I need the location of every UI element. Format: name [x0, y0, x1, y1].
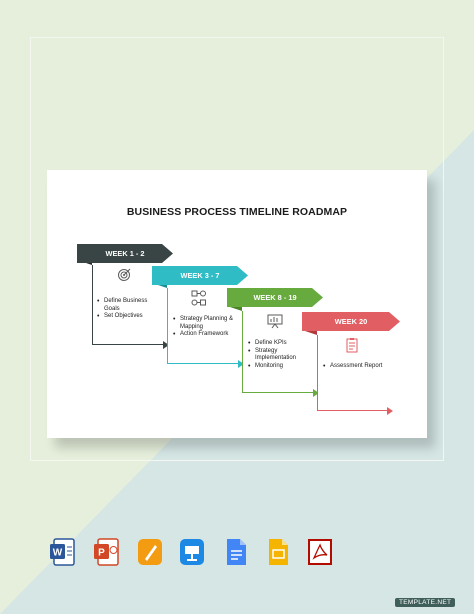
list-item: Define KPIs [248, 340, 310, 348]
svg-text:P: P [98, 548, 105, 559]
target-icon [118, 268, 131, 281]
week-1-arrow [163, 341, 169, 349]
week-2-arrow [238, 360, 244, 368]
week-2-connector [167, 288, 239, 364]
week-4-arrow [387, 407, 393, 415]
week-4-connector [317, 335, 389, 411]
list-item: Assessment Report [323, 363, 391, 371]
powerpoint-icon[interactable]: P [92, 537, 120, 567]
list-item: Action Framework [173, 331, 235, 339]
workflow-icon [191, 290, 206, 306]
week-3-ribbon: WEEK 8 - 19 [227, 288, 323, 307]
week-1-list: Define Business Goals Set Objectives [97, 298, 159, 321]
list-item: Set Objectives [97, 313, 159, 321]
week-3-connector [242, 311, 314, 393]
presentation-icon [267, 314, 283, 329]
week-3-arrow [313, 389, 319, 397]
ribbon-fold [227, 306, 242, 311]
word-icon[interactable]: W [48, 537, 76, 567]
background-frame [30, 37, 444, 461]
week-2-list: Strategy Planning & Mapping Action Frame… [173, 316, 235, 339]
google-slides-icon[interactable] [264, 537, 292, 567]
list-item: Strategy Planning & Mapping [173, 316, 235, 331]
roadmap-title: BUSINESS PROCESS TIMELINE ROADMAP [126, 206, 348, 218]
acrobat-icon[interactable] [306, 537, 334, 567]
week-4-ribbon: WEEK 20 [302, 312, 400, 331]
week-1-connector [92, 265, 164, 345]
list-item: Strategy Implementation [248, 348, 310, 363]
week-4-list: Assessment Report [323, 363, 391, 371]
list-item: Define Business Goals [97, 298, 159, 313]
list-item: Monitoring [248, 363, 310, 371]
watermark: TEMPLATE.NET [395, 598, 456, 607]
google-docs-icon[interactable] [222, 537, 250, 567]
week-3-list: Define KPIs Strategy Implementation Moni… [248, 340, 310, 370]
week-4-box [317, 335, 387, 411]
week-2-ribbon: WEEK 3 - 7 [152, 266, 248, 285]
pages-icon[interactable] [136, 537, 164, 567]
ribbon-fold [152, 283, 167, 288]
ribbon-fold [302, 330, 317, 335]
roadmap-card: BUSINESS PROCESS TIMELINE ROADMAP WEEK 1… [47, 170, 427, 438]
keynote-icon[interactable] [178, 537, 206, 567]
report-clipboard-icon [346, 338, 358, 353]
week-1-ribbon: WEEK 1 - 2 [77, 244, 173, 263]
svg-text:W: W [53, 548, 63, 559]
app-icons-bar: W P [48, 537, 338, 567]
